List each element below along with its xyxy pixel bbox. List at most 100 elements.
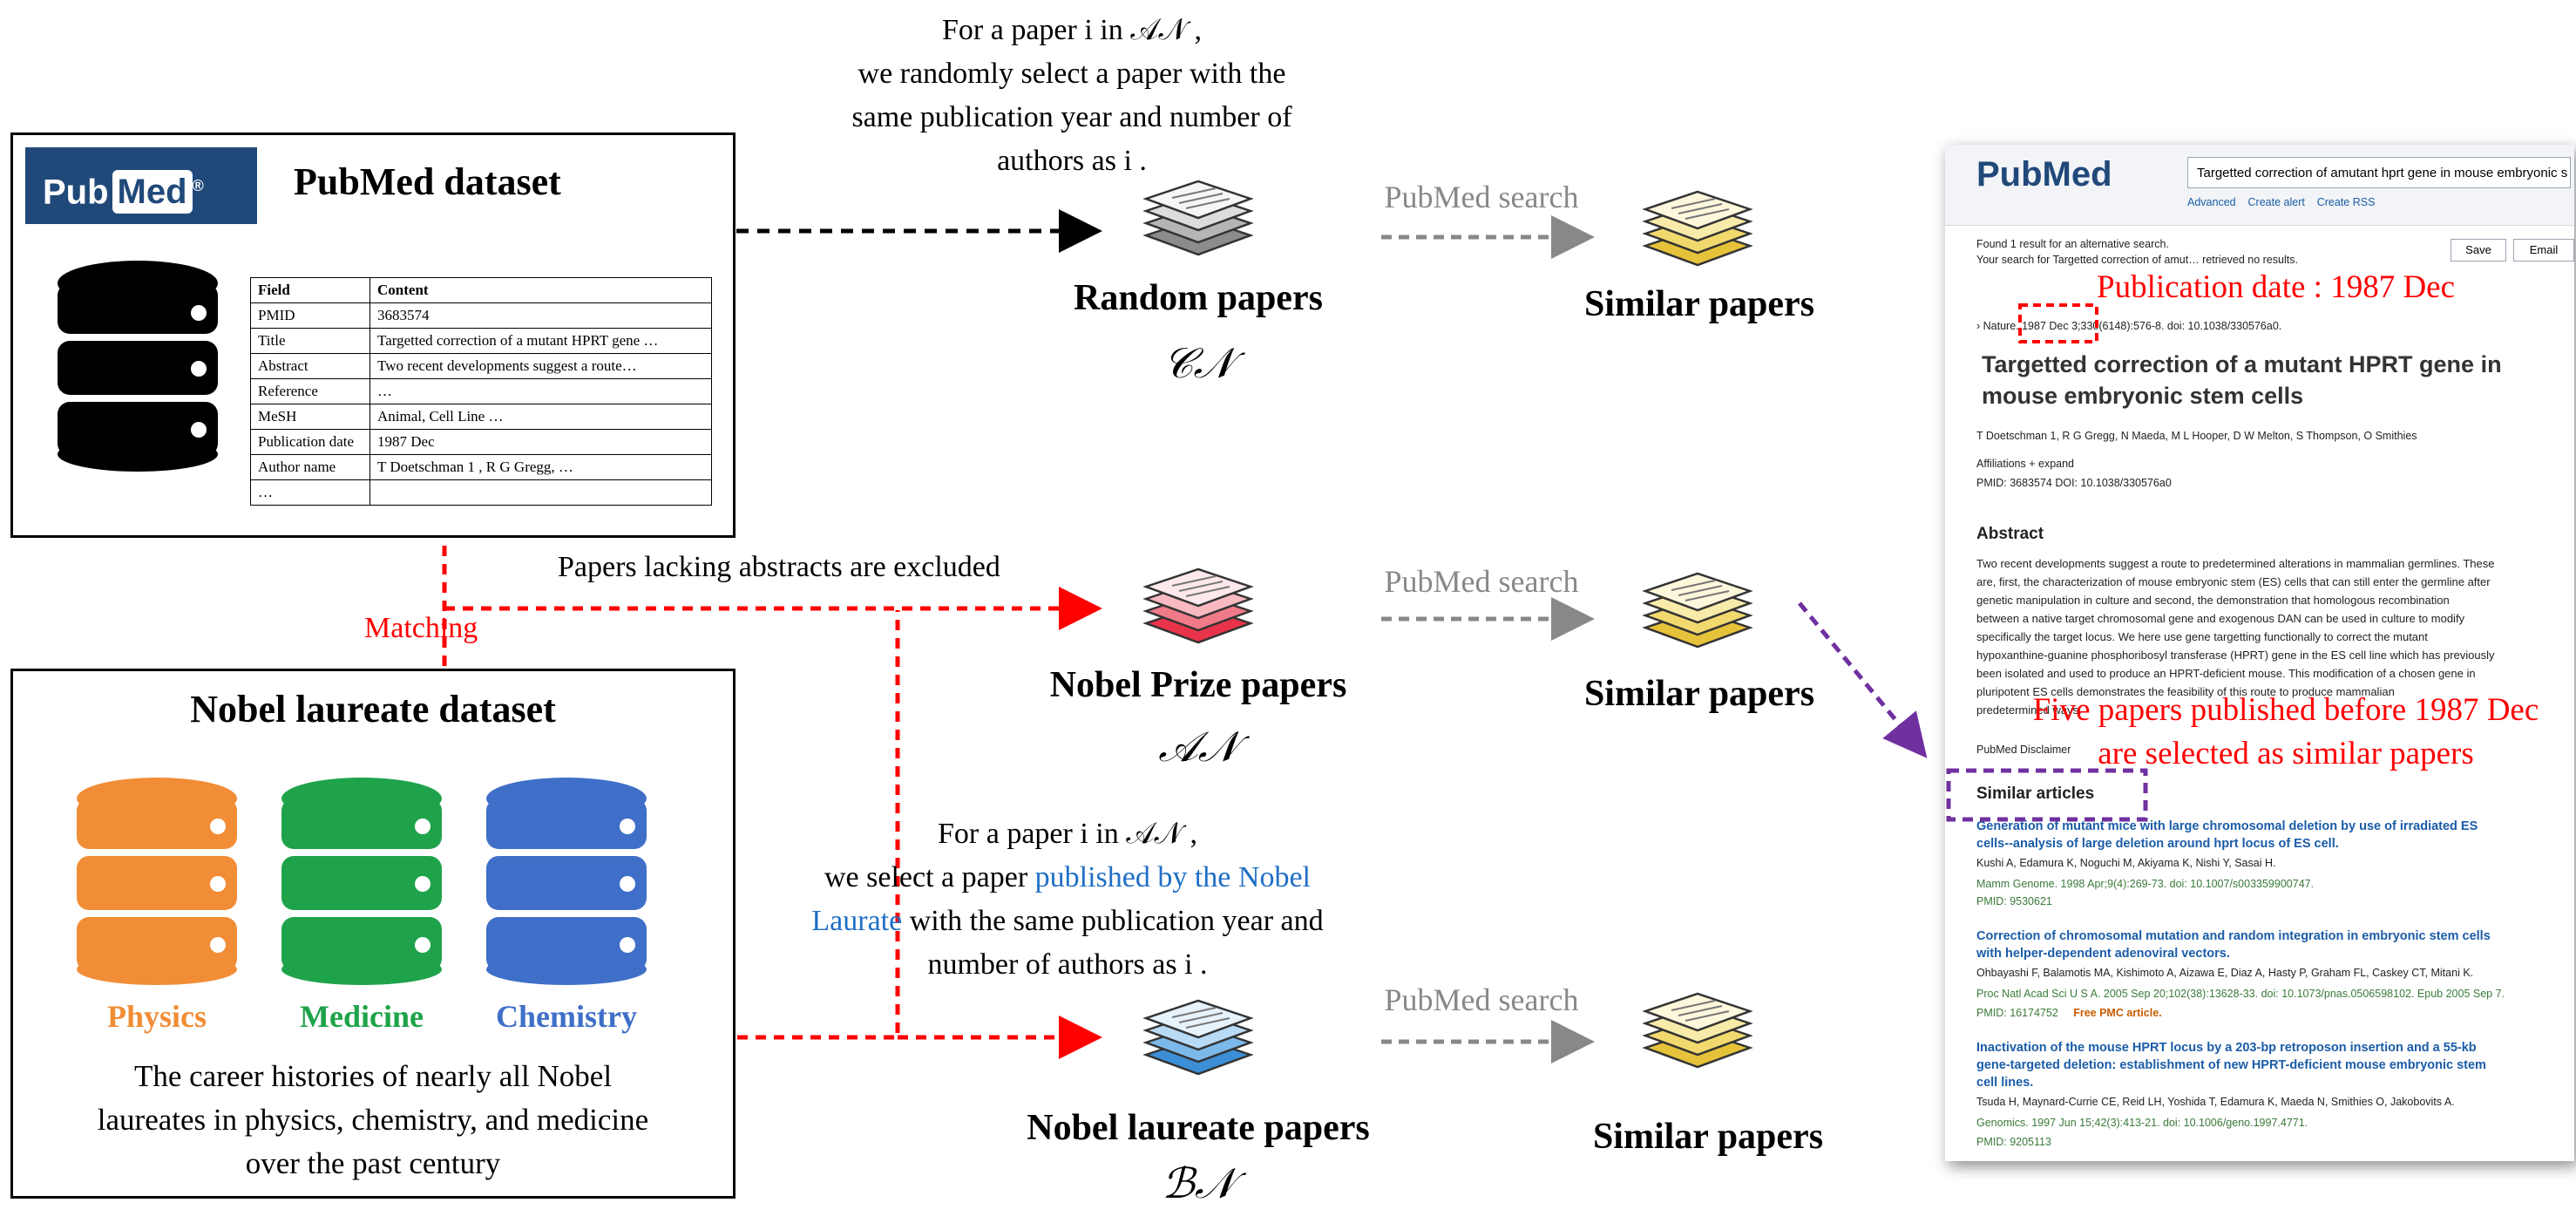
save-button[interactable]: Save <box>2451 239 2506 262</box>
abstract-line: been isolated and used to produce an HPR… <box>1976 667 2476 680</box>
title-line: Generation of mutant mice with large chr… <box>1976 819 2478 833</box>
mid-note-highlight: Laurate <box>811 905 903 937</box>
title-line: cells--analysis of large deletion around… <box>1976 837 2339 851</box>
pubmed-screenshot: PubMed Targetted correction of amutant h… <box>1945 145 2574 1161</box>
similar-article-3-source: Genomics. 1997 Jun 15;42(3):413-21. doi:… <box>1976 1117 2308 1129</box>
affiliations-line[interactable]: Affiliations + expand <box>1976 458 2074 470</box>
similar-article-1-pmid: PMID: 9530621 <box>1976 895 2052 907</box>
title-line: Correction of chromosomal mutation and r… <box>1976 929 2491 943</box>
similar-article-3-title[interactable]: Inactivation of the mouse HPRT locus by … <box>1976 1039 2552 1091</box>
similar-papers-label-1: Similar papers <box>1583 284 1815 324</box>
top-note-line: we randomly select a paper with the <box>858 58 1286 90</box>
screenshot-logo: PubMed <box>1976 155 2112 194</box>
link-advanced[interactable]: Advanced <box>2187 196 2236 208</box>
table-cell: Author name <box>250 454 370 480</box>
caption-line: laureates in physics, chemistry, and med… <box>97 1103 649 1137</box>
random-papers-label: Random papers <box>1074 278 1323 318</box>
table-cell: Publication date <box>250 429 370 455</box>
screenshot-search-input[interactable]: Targetted correction of amutant hprt gen… <box>2187 157 2571 188</box>
abstract-line: genetic manipulation in culture and seco… <box>1976 594 2450 607</box>
abstract-line: are, first, the characterization of mous… <box>1976 575 2491 588</box>
database-icon-black <box>58 261 218 472</box>
similar-article-2-title[interactable]: Correction of chromosomal mutation and r… <box>1976 927 2552 962</box>
abstract-line: Two recent developments suggest a route … <box>1976 557 2495 570</box>
link-create-rss[interactable]: Create RSS <box>2316 196 2376 208</box>
title-line: Inactivation of the mouse HPRT locus by … <box>1976 1041 2477 1055</box>
abstract-line: pluripotent ES cells demonstrates the fe… <box>1976 685 2395 698</box>
table-cell: … <box>369 378 712 404</box>
mid-note-line-1: For a paper i in 𝒜𝒩 , <box>938 818 1197 850</box>
screenshot-logo-pub: Pub <box>1976 155 2043 194</box>
free-pmc-badge[interactable]: Free PMC article. <box>2073 1007 2162 1019</box>
mid-note: For a paper i in 𝒜𝒩 , we select a paper … <box>736 812 1399 987</box>
screenshot-links: Advanced Create alert Create RSS <box>2187 195 2375 210</box>
found-line: Found 1 result for an alternative search… <box>1976 238 2169 250</box>
table-header-content: Content <box>369 277 712 303</box>
field-label-medicine: Medicine <box>300 999 424 1034</box>
similar-article-1-title[interactable]: Generation of mutant mice with large chr… <box>1976 818 2552 853</box>
authors-line[interactable]: T Doetschman 1, R G Gregg, N Maeda, M L … <box>1976 430 2417 442</box>
pubmed-search-label-3: PubMed search <box>1384 982 1579 1017</box>
email-button[interactable]: Email <box>2513 239 2574 262</box>
similar-papers-stack-icon-2 <box>1642 572 1753 649</box>
screenshot-header: PubMed Targetted correction of amutant h… <box>1945 145 2574 226</box>
caption-line: over the past century <box>245 1146 501 1180</box>
table-row: … <box>250 479 712 506</box>
table-cell: T Doetschman 1 , R G Gregg, … <box>369 454 712 480</box>
disclaimer-link[interactable]: PubMed Disclaimer <box>1976 744 2071 756</box>
article-title-line-2: mouse embryonic stem cells <box>1982 383 2304 409</box>
matching-label: Matching <box>364 612 478 644</box>
similar-article-2-pmid: PMID: 16174752 Free PMC article. <box>1976 1006 2162 1021</box>
nobel-laureate-papers-label: Nobel laureate papers <box>1027 1108 1370 1148</box>
pmid-line: PMID: 3683574 DOI: 10.1038/330576a0 <box>1976 477 2172 489</box>
highlight-similar-articles <box>1946 768 2148 822</box>
mid-note-line-3: Laurate with the same publication year a… <box>736 900 1399 943</box>
citation-line[interactable]: › Nature. 1987 Dec 3;330(6148):576-8. do… <box>1976 320 2282 332</box>
publication-date-note: Publication date : 1987 Dec <box>2097 269 2456 305</box>
similar-papers-label-3: Similar papers <box>1592 1117 1824 1157</box>
table-cell: Abstract <box>250 353 370 379</box>
nobel-dataset-box: Nobel laureate dataset Physics Medicine … <box>10 669 736 1199</box>
field-label-physics: Physics <box>106 999 207 1034</box>
link-create-alert[interactable]: Create alert <box>2247 196 2305 208</box>
table-row: Reference… <box>250 378 712 404</box>
similar-article-2-source: Proc Natl Acad Sci U S A. 2005 Sep 20;10… <box>1976 988 2505 1000</box>
logo-pub: Pub <box>43 173 109 212</box>
title-line: gene-targeted deletion: establishment of… <box>1976 1058 2486 1072</box>
title-line: cell lines. <box>1976 1076 2034 1090</box>
top-note-line: authors as i . <box>997 145 1147 177</box>
database-icon-physics <box>77 778 237 985</box>
table-header-field: Field <box>250 277 370 303</box>
five-papers-note: Five papers published before 1987 Dec ar… <box>1996 689 2576 776</box>
abstract-body: Two recent developments suggest a route … <box>1976 554 2562 719</box>
logo-registered: ® <box>192 177 204 194</box>
abstract-heading: Abstract <box>1976 525 2044 543</box>
nobel-laureate-papers-symbol: ℬ𝒩 <box>1162 1161 1235 1207</box>
title-line: with helper-dependent adenoviral vectors… <box>1976 947 2230 961</box>
nobel-prize-papers-label: Nobel Prize papers <box>1049 665 1347 705</box>
similar-papers-stack-icon-3 <box>1642 992 1753 1069</box>
top-note-line: For a paper i in 𝒜𝒩 , <box>942 14 1202 46</box>
abstract-line: between a native target chromosomal gene… <box>1976 612 2465 625</box>
mid-note-text: we select a paper <box>824 861 1035 893</box>
table-header-row: Field Content <box>250 277 712 303</box>
pmid-text: PMID: 16174752 <box>1976 1007 2058 1019</box>
pubmed-search-label-1: PubMed search <box>1384 180 1579 214</box>
table-cell: Two recent developments suggest a route… <box>369 353 712 379</box>
similar-article-3-pmid: PMID: 9205113 <box>1976 1136 2051 1148</box>
similar-articles-heading: Similar articles <box>1976 785 2095 803</box>
table-cell: … <box>250 479 370 506</box>
similar-article-3-authors: Tsuda H, Maynard-Currie CE, Reid LH, Yos… <box>1976 1096 2455 1108</box>
mid-note-line-2: we select a paper published by the Nobel <box>736 856 1399 900</box>
table-cell: Animal, Cell Line … <box>369 404 712 430</box>
abstract-line: predetermined ways. <box>1976 703 2082 717</box>
arrow-similar-to-screenshot <box>1798 601 1928 758</box>
